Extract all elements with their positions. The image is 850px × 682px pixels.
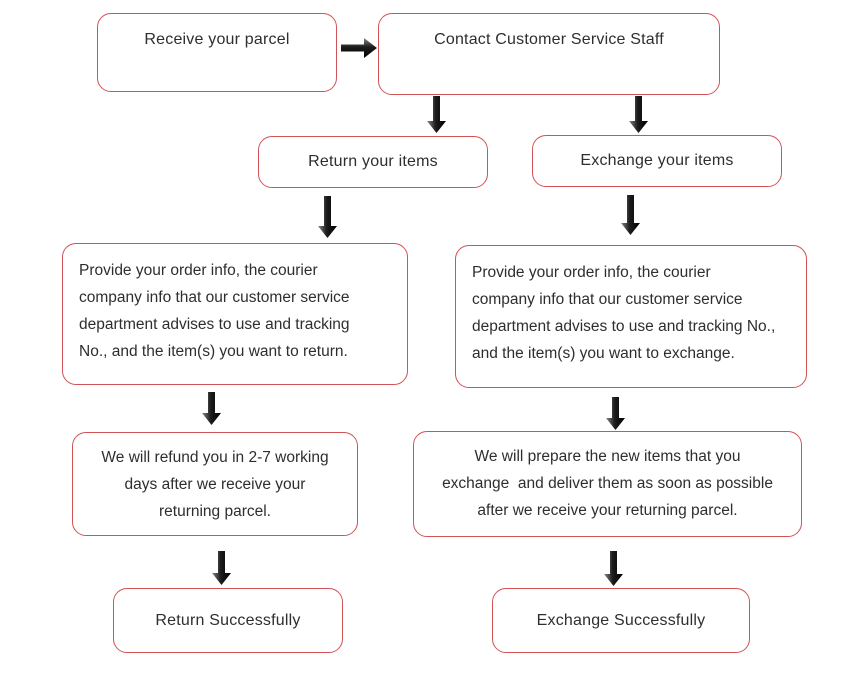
provide-exchange-line: and the item(s) you want to exchange. (472, 345, 735, 362)
node-exchange-successfully-label: Exchange Successfully (536, 611, 706, 629)
node-contact-customer-service-label: Contact Customer Service Staff (434, 31, 664, 48)
node-return-successfully-label: Return Successfully (155, 611, 301, 629)
arrow-right-receive-to-contact-icon (341, 38, 377, 58)
arrow-down-contact-to-return-icon (427, 96, 446, 133)
node-exchange-your-items: Exchange your items (532, 135, 782, 187)
prepare-line: after we receive your returning parcel. (477, 502, 738, 519)
arrow-down-contact-to-exchange-icon (629, 96, 648, 133)
arrow-down-provide-to-prepare-icon (606, 397, 625, 430)
prepare-line: We will prepare the new items that you (474, 448, 741, 465)
node-exchange-successfully: Exchange Successfully (492, 588, 750, 653)
node-receive-parcel: Receive your parcel (97, 13, 337, 92)
arrow-down-prepare-to-success-icon (604, 551, 623, 586)
provide-return-line: Provide your order info, the courier (79, 262, 318, 279)
node-exchange-your-items-label: Exchange your items (580, 152, 734, 169)
arrow-down-provide-to-refund-icon (202, 392, 221, 425)
node-prepare-new-items: We will prepare the new items that you e… (413, 431, 802, 537)
provide-exchange-line: Provide your order info, the courier (472, 264, 711, 281)
node-return-your-items-label: Return your items (308, 153, 438, 170)
provide-exchange-line: company info that our customer service (472, 291, 743, 308)
refund-line: We will refund you in 2-7 working (101, 449, 329, 466)
prepare-line: exchange and deliver them as soon as pos… (442, 475, 773, 492)
refund-line: days after we receive your (124, 476, 306, 493)
node-contact-customer-service: Contact Customer Service Staff (378, 13, 720, 95)
arrow-down-exchange-to-provide-icon (621, 195, 640, 235)
node-receive-parcel-label: Receive your parcel (144, 31, 290, 48)
node-return-successfully: Return Successfully (113, 588, 343, 653)
provide-return-line: company info that our customer service (79, 289, 350, 306)
arrow-down-return-to-provide-icon (318, 196, 337, 238)
refund-line: returning parcel. (158, 503, 271, 520)
node-provide-info-return: Provide your order info, the courier com… (62, 243, 408, 385)
provide-return-line: department advises to use and tracking (79, 316, 350, 333)
node-provide-info-exchange: Provide your order info, the courier com… (455, 245, 807, 388)
provide-return-line: No., and the item(s) you want to return. (79, 343, 348, 360)
node-refund: We will refund you in 2-7 working days a… (72, 432, 358, 536)
node-return-your-items: Return your items (258, 136, 488, 188)
provide-exchange-line: department advises to use and tracking N… (472, 318, 776, 335)
arrow-down-refund-to-success-icon (212, 551, 231, 585)
